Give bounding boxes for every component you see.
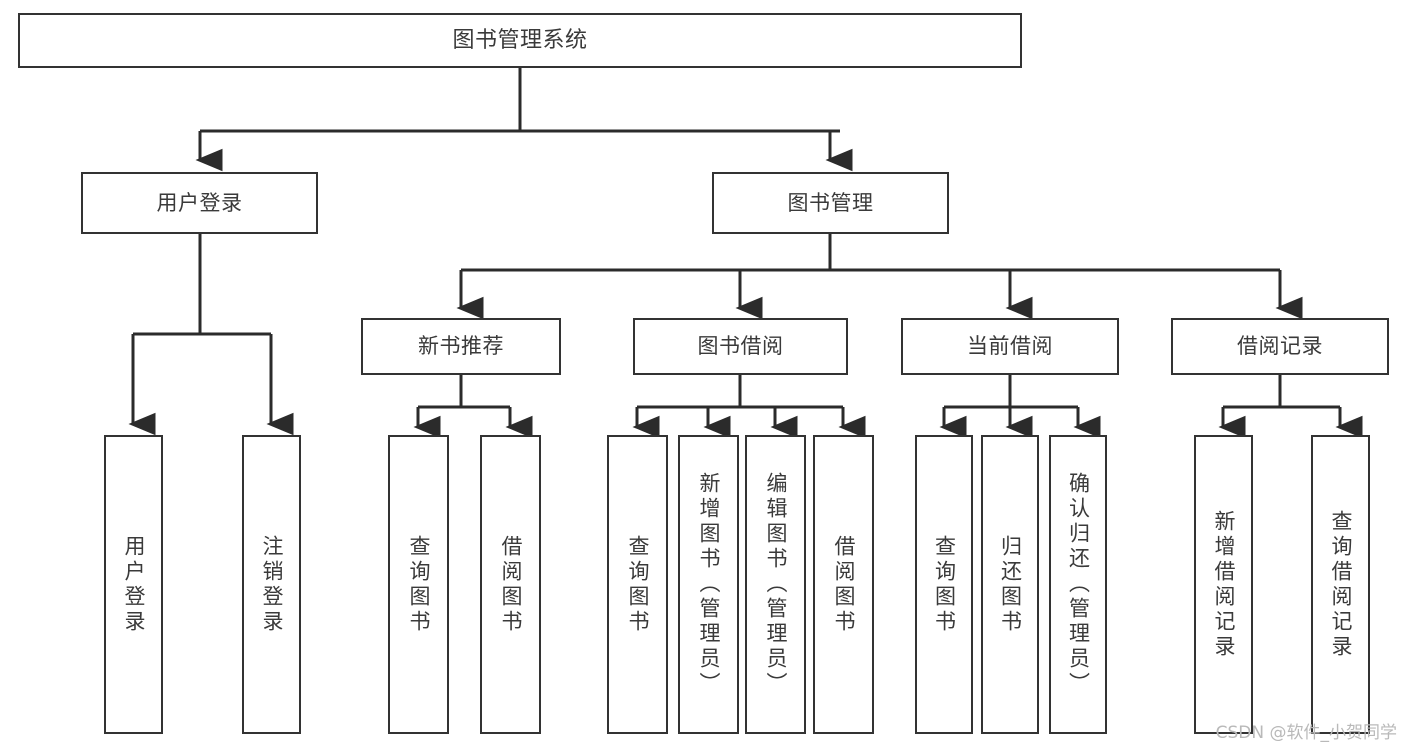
- watermark: CSDN @软件_小贺同学: [1215, 723, 1397, 743]
- node-label: 借阅图书: [832, 534, 856, 635]
- node-label: 新增图书（管理员）: [697, 472, 721, 697]
- leaf-borrow-query-book[interactable]: 查询图书: [607, 435, 668, 734]
- node-user-login[interactable]: 用户登录: [81, 172, 318, 234]
- leaf-record-add-record[interactable]: 新增借阅记录: [1194, 435, 1253, 734]
- node-book-management[interactable]: 图书管理: [712, 172, 949, 234]
- node-label: 查询图书: [407, 534, 431, 635]
- node-label: 用户登录: [156, 190, 243, 215]
- node-label: 新增借阅记录: [1212, 509, 1236, 660]
- node-new-book-recommend[interactable]: 新书推荐: [361, 318, 561, 375]
- node-label: 当前借阅: [967, 334, 1053, 359]
- node-label: 用户登录: [122, 534, 146, 635]
- leaf-current-query-book[interactable]: 查询图书: [915, 435, 973, 734]
- node-label: 编辑图书（管理员）: [764, 472, 788, 697]
- leaf-current-return-book[interactable]: 归还图书: [981, 435, 1039, 734]
- node-label: 查询图书: [626, 534, 650, 635]
- leaf-borrow-borrow-book[interactable]: 借阅图书: [813, 435, 874, 734]
- node-label: 图书管理: [787, 190, 874, 215]
- node-label: 借阅记录: [1237, 334, 1323, 359]
- leaf-newbook-borrow-book[interactable]: 借阅图书: [480, 435, 541, 734]
- node-label: 确认归还（管理员）: [1066, 472, 1091, 697]
- leaf-borrow-add-book-admin[interactable]: 新增图书（管理员）: [678, 435, 739, 734]
- leaf-newbook-query-book[interactable]: 查询图书: [388, 435, 449, 734]
- leaf-current-confirm-return-admin[interactable]: 确认归还（管理员）: [1049, 435, 1107, 734]
- leaf-user-login[interactable]: 用户登录: [104, 435, 163, 734]
- node-label: 图书管理系统: [452, 27, 588, 53]
- node-label: 借阅图书: [499, 534, 523, 635]
- node-label: 查询借阅记录: [1329, 509, 1353, 660]
- node-label: 注销登录: [260, 534, 284, 635]
- leaf-user-logout[interactable]: 注销登录: [242, 435, 301, 734]
- node-book-borrow[interactable]: 图书借阅: [633, 318, 848, 375]
- node-label: 新书推荐: [418, 334, 504, 359]
- node-current-borrow[interactable]: 当前借阅: [901, 318, 1119, 375]
- node-label: 归还图书: [998, 534, 1023, 635]
- node-root-system[interactable]: 图书管理系统: [18, 13, 1022, 68]
- node-label: 查询图书: [932, 534, 957, 635]
- leaf-borrow-edit-book-admin[interactable]: 编辑图书（管理员）: [745, 435, 806, 734]
- node-borrow-record[interactable]: 借阅记录: [1171, 318, 1389, 375]
- leaf-record-query-record[interactable]: 查询借阅记录: [1311, 435, 1370, 734]
- node-label: 图书借阅: [697, 334, 784, 359]
